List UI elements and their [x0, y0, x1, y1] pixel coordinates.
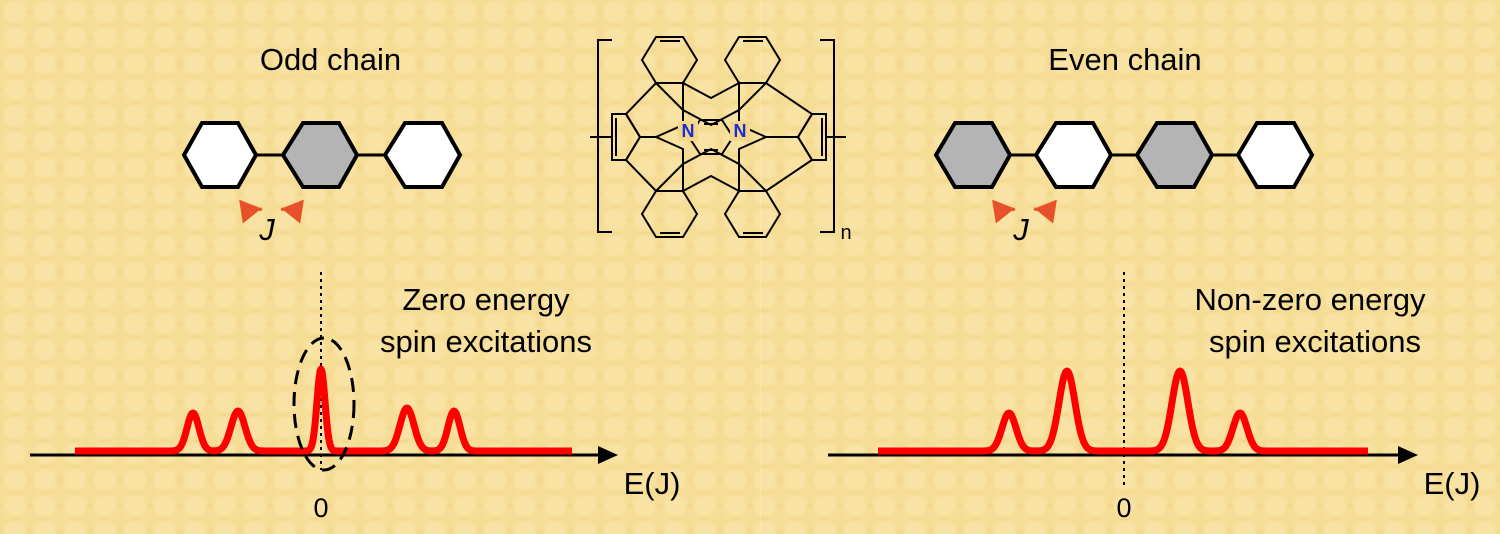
odd-hexagon-3: [382, 121, 463, 189]
ring-bottom-right: [723, 190, 782, 238]
odd-hexagon-2-shaded: [280, 121, 360, 189]
ring-top-center: [682, 81, 740, 127]
ring-bottom-left: [640, 190, 699, 238]
even-coupling-label: J: [1013, 212, 1029, 247]
even-hexagon-2: [1033, 121, 1114, 189]
even-spectrum-curve: [875, 367, 1371, 455]
ring-lower-right-inner: [738, 136, 814, 193]
odd-hexagon-1: [181, 121, 259, 189]
odd-annotation-line2: spin excitations: [380, 324, 592, 359]
even-hexagon-1-shaded: [933, 121, 1013, 189]
even-annotation-line1: Non-zero energy: [1194, 282, 1426, 317]
even-spectrum-plot: [828, 272, 1418, 485]
even-chain-title: Even chain: [1048, 42, 1202, 77]
odd-zero-tick: 0: [313, 493, 329, 523]
ring-top-left: [640, 36, 699, 84]
ring-bottom-center: [682, 147, 740, 193]
nitrogen-label-1: N: [678, 121, 698, 141]
ring-top-right: [723, 36, 782, 84]
panel-divider: [760, 0, 761, 534]
even-zero-tick: 0: [1116, 493, 1132, 523]
odd-x-axis-arrowhead: [598, 446, 618, 464]
ring-lower-left-inner: [624, 136, 684, 193]
even-hexagon-3-shaded: [1134, 121, 1215, 189]
even-exchange-arrow-right: [1033, 199, 1057, 224]
even-annotation-line2: spin excitations: [1209, 324, 1421, 359]
odd-exchange-arrow-left: [239, 199, 263, 224]
even-chain-diagram: [933, 121, 1315, 224]
odd-chain-diagram: [181, 121, 463, 224]
repeat-unit-subscript: n: [840, 222, 852, 244]
odd-zero-mode-circle: [292, 336, 356, 472]
even-exchange-arrow-left: [992, 199, 1016, 224]
even-axis-label: E(J): [1423, 466, 1481, 501]
odd-spectrum-plot: [30, 272, 618, 472]
even-x-axis-arrowhead: [1398, 446, 1418, 464]
odd-annotation-line1: Zero energy: [402, 282, 570, 317]
odd-exchange-arrow-right: [280, 199, 304, 224]
odd-axis-label: E(J): [623, 466, 681, 501]
molecule-structure: [590, 36, 846, 238]
odd-spectrum-curve: [72, 365, 575, 455]
even-hexagon-4: [1235, 121, 1315, 189]
odd-chain-title: Odd chain: [259, 42, 402, 77]
odd-coupling-label: J: [259, 212, 275, 247]
ring-upper-left-inner: [624, 81, 684, 138]
nitrogen-label-2: N: [730, 121, 750, 141]
